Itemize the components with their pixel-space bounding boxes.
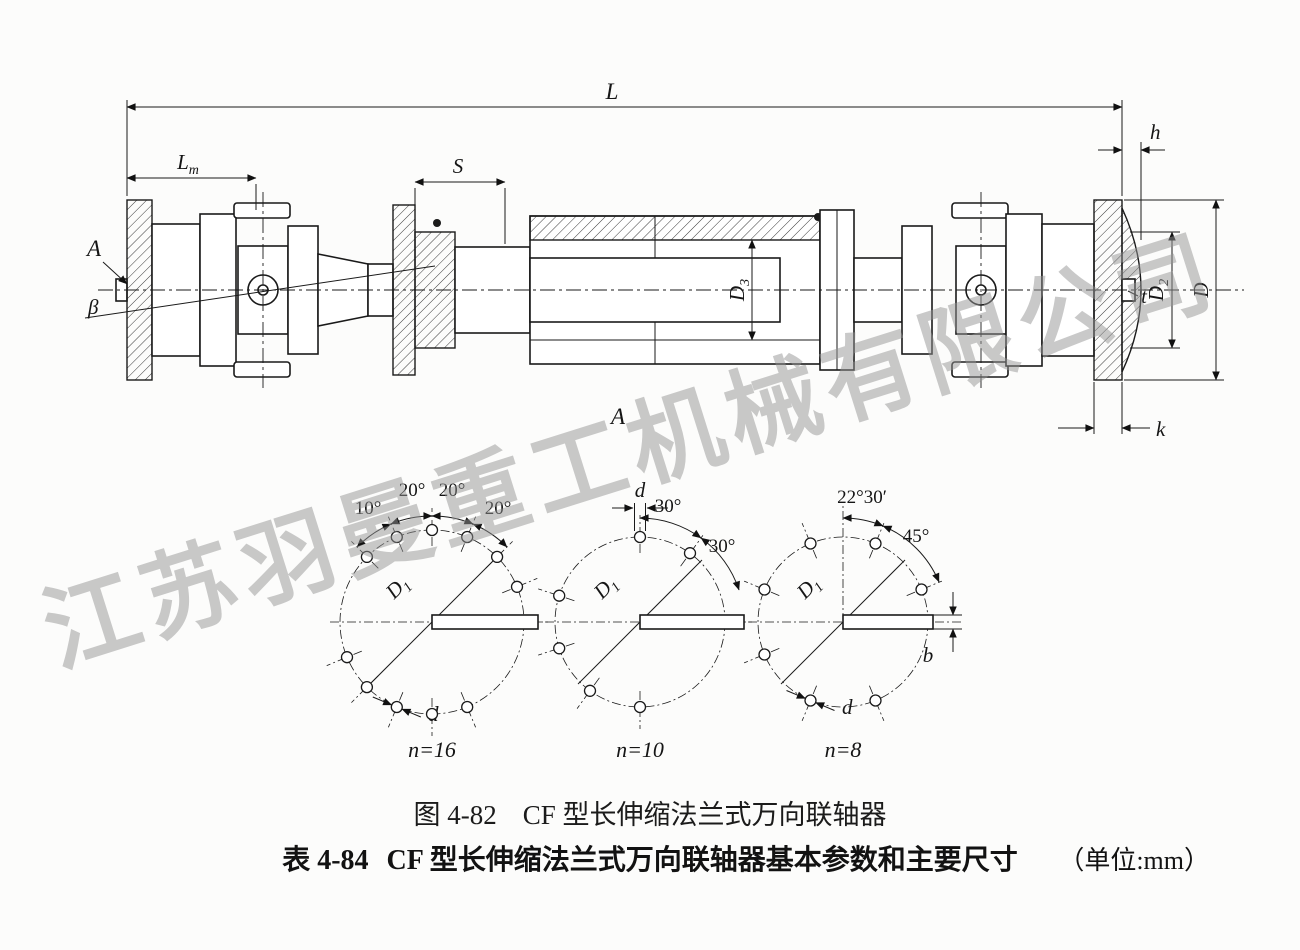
dim-d-label: d <box>842 695 853 719</box>
bolt-hole <box>390 530 403 544</box>
figure-number: 图 4-82 <box>413 800 497 830</box>
bolt-hole <box>360 680 374 694</box>
dim-beta-label: β <box>87 295 99 319</box>
articulation-angle-line <box>84 265 436 319</box>
tspan-shape: D <box>380 576 408 604</box>
tspan-shape: D <box>791 576 819 604</box>
view-A-label: A <box>609 404 626 429</box>
dim-Lm-label: Lm <box>176 150 199 178</box>
tspan-shape: L <box>176 150 189 174</box>
bolt-hole <box>390 700 403 714</box>
bolt-hole <box>583 684 597 697</box>
dim-D-label: D <box>1189 282 1213 298</box>
rect-shape <box>951 202 1009 219</box>
table-caption: 表 4-84 CF 型长伸缩法兰式万向联轴器基本参数和主要尺寸 （单位:mm） <box>0 838 1300 878</box>
dim-D1-label: D1 <box>791 571 827 607</box>
flange-plate-edge <box>639 614 745 630</box>
bolt-circle-n16: 10° 20° 20° 20° D1 d n=16 <box>326 480 548 762</box>
flange-plate-edge <box>431 614 539 630</box>
path-shape <box>390 512 433 525</box>
tspan-shape: D <box>725 286 749 302</box>
angle-label: 20° <box>439 480 466 501</box>
bolt-hole <box>633 530 647 544</box>
dim-S-label: S <box>453 154 464 178</box>
line-shape <box>815 702 835 711</box>
path-shape <box>700 537 740 591</box>
assembly-dimensions: L Lm S h k D3 D2 D t <box>85 79 1224 441</box>
figure-title: CF 型长伸缩法兰式万向联轴器 <box>522 800 887 830</box>
angle-label: 22°30′ <box>837 487 887 508</box>
tspan-shape: 3 <box>738 279 753 287</box>
flange-plate-edge <box>842 614 934 630</box>
bolt-hole <box>633 700 647 714</box>
dim-h-label: h <box>1150 120 1161 144</box>
bolt-hole <box>683 547 697 560</box>
assembly-drawing <box>84 192 1244 388</box>
hole-count-label: n=8 <box>825 737 862 762</box>
bolt-hole <box>461 530 474 544</box>
bolt-hole <box>461 700 474 714</box>
rect-shape <box>233 202 291 219</box>
line-shape <box>372 696 393 706</box>
tspan-shape: D <box>588 576 616 604</box>
bolt-hole <box>804 694 817 707</box>
bolt-hole <box>804 537 817 550</box>
dim-L-label: L <box>605 79 619 104</box>
path-shape <box>882 525 940 583</box>
hole-count-label: n=10 <box>616 737 664 762</box>
dim-D1-label: D1 <box>588 571 624 607</box>
rect-shape <box>951 361 1009 378</box>
circle-shape <box>433 219 441 227</box>
tspan-shape: m <box>189 163 199 178</box>
path-shape <box>472 523 508 548</box>
bolt-hole <box>758 583 771 596</box>
table-number: 表 4-84 <box>282 845 369 876</box>
path-shape <box>639 514 702 539</box>
bolt-hole <box>869 694 882 707</box>
angle-label: 10° <box>355 498 382 519</box>
angle-label: 45° <box>903 526 930 547</box>
bolt-hole <box>425 707 439 721</box>
dim-d-label: d <box>635 478 646 502</box>
table-title: CF 型长伸缩法兰式万向联轴器基本参数和主要尺寸 <box>386 845 1018 876</box>
line-shape <box>786 690 806 699</box>
angle-label: 30° <box>655 496 682 517</box>
path-shape <box>431 512 474 525</box>
line-shape <box>1127 290 1139 297</box>
dim-b-label: b <box>923 643 934 667</box>
bolt-circle-n8: 22°30′ 45° D1 b d n=8 <box>743 487 962 762</box>
dim-t-label: t <box>1141 284 1148 308</box>
path-shape <box>356 523 392 548</box>
path-shape <box>842 514 884 527</box>
bolt-hole <box>490 550 504 564</box>
unit-note: （单位:mm） <box>1058 846 1210 875</box>
bolt-hole <box>915 583 928 596</box>
bolt-hole <box>869 537 882 550</box>
bolt-circle-n10: 30° 30° d D1 n=10 <box>538 478 752 762</box>
line-shape <box>102 261 128 285</box>
dim-D1-label: D1 <box>380 571 416 607</box>
dim-k-label: k <box>1156 417 1166 441</box>
bolt-hole <box>510 580 524 593</box>
rect-shape <box>529 215 821 241</box>
tspan-shape: 2 <box>1157 279 1172 286</box>
dim-D3-label: D3 <box>725 279 753 302</box>
angle-label: 30° <box>709 536 736 557</box>
bolt-hole <box>360 550 374 564</box>
line-shape <box>401 708 421 718</box>
bolt-hole <box>758 648 771 661</box>
hole-count-label: n=16 <box>408 737 456 762</box>
bolt-hole <box>553 589 566 602</box>
tspan-shape: D <box>1144 286 1168 302</box>
bolt-hole <box>340 651 354 664</box>
figure-caption: 图 4-82 CF 型长伸缩法兰式万向联轴器 <box>0 793 1300 832</box>
angle-label: 20° <box>399 480 426 501</box>
dim-D2-label: D2 <box>1144 279 1172 302</box>
bolt-hole <box>553 642 566 655</box>
section-A-label: A <box>85 236 102 261</box>
angle-label: 20° <box>485 498 512 519</box>
bolt-hole <box>425 523 439 537</box>
rect-shape <box>233 361 291 378</box>
